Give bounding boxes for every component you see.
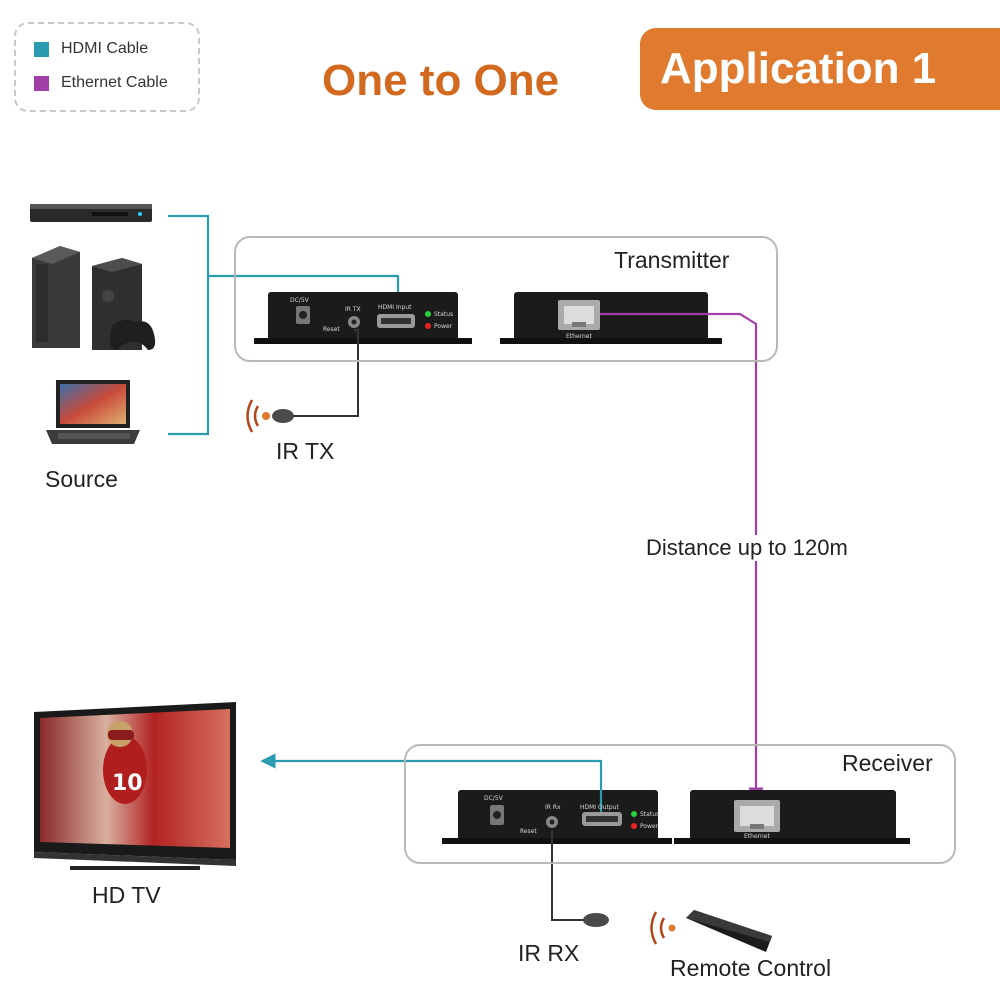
application-badge: Application 1 <box>640 28 1000 110</box>
hd-tv-label: HD TV <box>92 882 161 908</box>
cable-legend: HDMI Cable Ethernet Cable <box>14 22 200 112</box>
transmitter-panel <box>234 236 778 362</box>
receiver-panel <box>404 744 956 864</box>
remote-control-icon <box>650 910 772 952</box>
tx-status-led-label: Status <box>434 311 454 318</box>
rx-ir-port-label: IR Rx <box>545 804 561 811</box>
tx-dc-port-label: DC/5V <box>290 297 309 304</box>
rx-reset-label: Reset <box>520 828 537 835</box>
receiver-label: Receiver <box>842 750 933 776</box>
ir-rx-label: IR RX <box>518 940 580 966</box>
transmitter-local-unit <box>254 292 472 344</box>
tx-reset-label: Reset <box>323 326 340 333</box>
tx-ir-port-label: IR TX <box>345 306 361 313</box>
ethernet-swatch <box>34 75 49 91</box>
legend-item-ethernet: Ethernet Cable <box>34 74 168 92</box>
legend-ethernet-label: Ethernet Cable <box>61 74 168 91</box>
tx-power-led-label: Power <box>434 323 453 330</box>
receiver-local-unit <box>442 790 672 844</box>
transmitter-ethernet-unit <box>500 292 722 344</box>
source-label: Source <box>45 466 118 492</box>
rx-ethernet-port-label: Ethernet <box>744 833 770 840</box>
laptop-icon <box>46 380 140 444</box>
legend-hdmi-label: HDMI Cable <box>61 40 149 57</box>
hdmi-cable-tv <box>260 753 603 812</box>
tx-hdmi-port-label: HDMI Input <box>378 304 412 311</box>
ir-tx-cable <box>246 329 359 433</box>
tx-ethernet-port-label: Ethernet <box>566 333 592 340</box>
hdmi-swatch <box>34 41 49 57</box>
receiver-ethernet-unit <box>674 790 910 844</box>
tv-jersey-number: 10 <box>112 771 143 796</box>
page-title: One to One <box>322 56 560 105</box>
rx-dc-port-label: DC/5V <box>484 795 503 802</box>
remote-control-label: Remote Control <box>670 955 832 981</box>
transmitter-label: Transmitter <box>614 247 730 273</box>
ir-tx-label: IR TX <box>276 438 335 464</box>
bluray-player-icon <box>30 204 152 222</box>
hd-tv-icon: 10 <box>34 702 236 870</box>
legend-item-hdmi: HDMI Cable <box>34 40 148 58</box>
game-console-icon <box>32 246 156 350</box>
distance-label: Distance up to 120m <box>646 535 848 561</box>
rx-power-led-label: Power <box>640 823 659 830</box>
ir-rx-cable <box>551 830 609 927</box>
rx-status-led-label: Status <box>640 811 660 818</box>
rx-hdmi-port-label: HDMI Output <box>580 804 619 811</box>
